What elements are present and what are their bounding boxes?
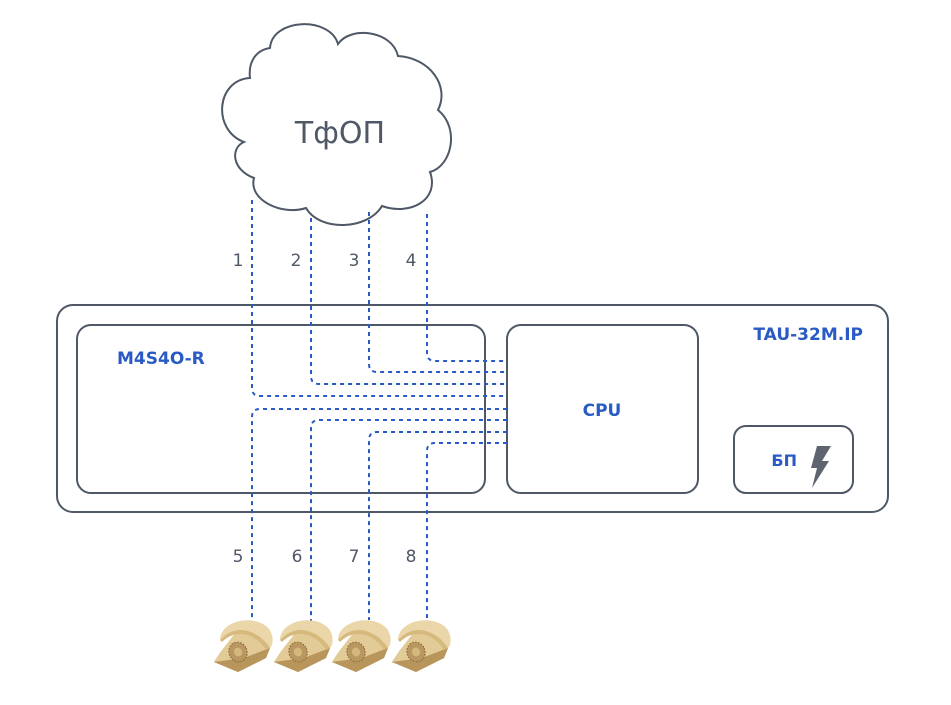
line-label-1: 1 xyxy=(233,251,244,271)
line-label-8: 8 xyxy=(406,547,417,567)
line-5 xyxy=(251,408,507,622)
telephone-icon xyxy=(331,619,392,673)
line-label-6: 6 xyxy=(292,547,303,567)
telephone-icon xyxy=(213,619,274,673)
psu-box xyxy=(733,425,854,494)
line-2 xyxy=(310,218,507,385)
line-8 xyxy=(426,442,507,618)
line-label-5: 5 xyxy=(233,547,244,567)
line-label-7: 7 xyxy=(349,547,360,567)
line-7 xyxy=(368,431,507,620)
line-label-4: 4 xyxy=(406,251,417,271)
line-label-3: 3 xyxy=(349,251,360,271)
telephone-icon xyxy=(391,619,452,673)
psu-label: БП xyxy=(771,451,797,470)
line-label-2: 2 xyxy=(291,251,302,271)
cpu-label: CPU xyxy=(583,401,622,421)
lightning-icon xyxy=(811,446,831,488)
line-1 xyxy=(251,200,507,397)
pstn-cloud: ТфОП xyxy=(221,23,453,226)
device-title: TAU-32M.IP xyxy=(753,325,863,345)
module-label: M4S4O-R xyxy=(117,349,205,369)
cloud-label: ТфОП xyxy=(294,116,385,151)
telephone-icon xyxy=(273,619,334,673)
line-4 xyxy=(426,214,507,362)
line-6 xyxy=(310,419,507,622)
line-3 xyxy=(368,212,507,373)
